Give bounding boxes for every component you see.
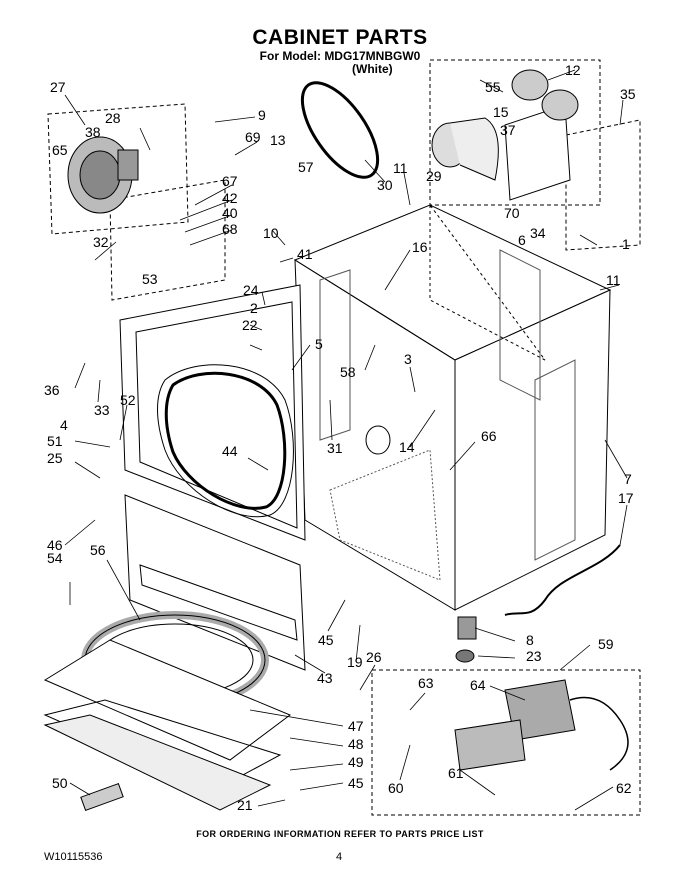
callout-69: 69 — [245, 129, 261, 145]
base-panel — [43, 714, 272, 811]
callout-62: 62 — [616, 780, 632, 796]
callout-70: 70 — [504, 205, 520, 221]
vent-kit-group-box — [429, 59, 601, 206]
callout-47: 47 — [348, 718, 364, 734]
callout-4: 4 — [60, 417, 68, 433]
leg-foot — [80, 782, 124, 812]
callout-22: 22 — [242, 317, 258, 333]
callout-37: 37 — [500, 122, 516, 138]
callout-50: 50 — [52, 775, 68, 791]
callout-55: 55 — [485, 79, 501, 95]
callout-28: 28 — [105, 110, 121, 126]
callout-38: 38 — [85, 124, 101, 140]
top-base-panel — [43, 639, 291, 761]
callout-9: 9 — [258, 107, 266, 123]
callout-53: 53 — [142, 271, 158, 287]
callout-49: 49 — [348, 754, 364, 770]
leader-lines — [64, 69, 628, 811]
vent-elbow — [431, 117, 499, 181]
callout-6: 6 — [518, 232, 526, 248]
variant-label: (White) — [352, 62, 393, 76]
callout-25: 25 — [47, 450, 63, 466]
callout-45: 45 — [348, 775, 364, 791]
gas-valve-group-box — [371, 669, 641, 816]
callout-68: 68 — [222, 221, 238, 237]
callout-45: 45 — [318, 632, 334, 648]
callout-43: 43 — [317, 670, 333, 686]
callout-58: 58 — [340, 364, 356, 380]
valve-bracket-group-box — [109, 179, 226, 301]
callout-54: 54 — [47, 550, 63, 566]
callout-60: 60 — [388, 780, 404, 796]
toe-panel — [124, 494, 306, 671]
callout-21: 21 — [237, 797, 253, 813]
callout-59: 59 — [598, 636, 614, 652]
callout-57: 57 — [298, 159, 314, 175]
callout-10: 10 — [263, 225, 279, 241]
callout-34: 34 — [530, 225, 546, 241]
callout-40: 40 — [222, 205, 238, 221]
callout-16: 16 — [412, 239, 428, 255]
callout-13: 13 — [270, 132, 286, 148]
callout-29: 29 — [426, 168, 442, 184]
callout-63: 63 — [418, 675, 434, 691]
callout-65: 65 — [52, 142, 68, 158]
callout-5: 5 — [315, 336, 323, 352]
terminal-block-group-box — [565, 119, 641, 251]
callout-48: 48 — [348, 736, 364, 752]
callout-42: 42 — [222, 190, 238, 206]
callout-41: 41 — [297, 246, 313, 262]
callout-52: 52 — [120, 392, 136, 408]
power-cord — [504, 544, 621, 616]
callout-2: 2 — [250, 300, 258, 316]
callout-27: 27 — [50, 79, 66, 95]
callout-44: 44 — [222, 443, 238, 459]
footer-note: FOR ORDERING INFORMATION REFER TO PARTS … — [196, 829, 484, 839]
callout-1: 1 — [622, 236, 630, 252]
drive-motor — [67, 136, 139, 214]
cabinet-body — [293, 203, 612, 611]
callout-11: 11 — [393, 160, 408, 176]
callout-17: 17 — [618, 490, 634, 506]
callout-30: 30 — [377, 177, 393, 193]
callout-8: 8 — [526, 632, 534, 648]
callout-14: 14 — [399, 439, 415, 455]
vent-cap — [511, 69, 549, 101]
callout-19: 19 — [347, 654, 363, 670]
callout-32: 32 — [93, 234, 109, 250]
callout-66: 66 — [481, 428, 497, 444]
callout-36: 36 — [44, 382, 60, 398]
callout-33: 33 — [94, 402, 110, 418]
callout-23: 23 — [526, 648, 542, 664]
page-title: CABINET PARTS — [252, 26, 428, 49]
leveling-leg — [457, 616, 477, 640]
callout-31: 31 — [327, 440, 343, 456]
front-panel — [119, 284, 306, 541]
callout-61: 61 — [448, 765, 464, 781]
callout-67: 67 — [222, 173, 238, 189]
callout-24: 24 — [243, 282, 259, 298]
callout-64: 64 — [470, 677, 486, 693]
callout-56: 56 — [90, 542, 106, 558]
gas-valve-assembly — [454, 679, 629, 771]
callout-3: 3 — [404, 351, 412, 367]
model-line: For Model: MDG17MNBGW0 — [259, 49, 421, 63]
callout-15: 15 — [493, 104, 509, 120]
page-number: 4 — [336, 851, 343, 863]
callout-46: 46 — [47, 537, 63, 553]
callout-7: 7 — [624, 471, 632, 487]
callout-51: 51 — [47, 433, 63, 449]
callout-26: 26 — [366, 649, 382, 665]
callout-12: 12 — [565, 62, 581, 78]
motor-group-box — [47, 103, 189, 235]
callout-35: 35 — [620, 86, 636, 102]
callout-11: 11 — [606, 272, 621, 288]
document-number: W10115536 — [44, 851, 103, 863]
drive-belt — [300, 81, 380, 179]
